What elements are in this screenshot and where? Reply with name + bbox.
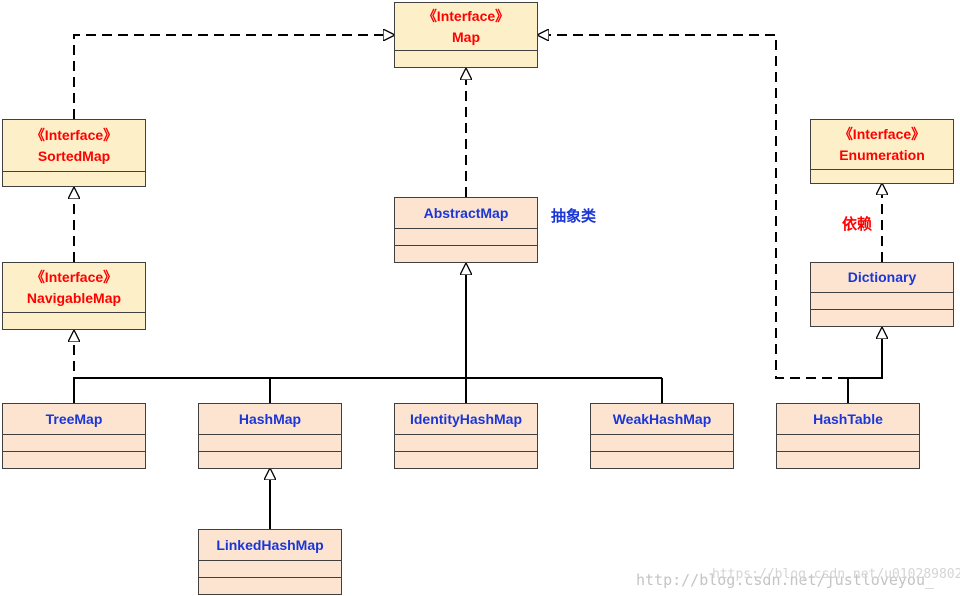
class-name: IdentityHashMap	[409, 410, 522, 427]
member-section	[395, 50, 537, 67]
edge-hashtable-dictionary	[847, 328, 882, 403]
class-hashtable[interactable]: HashTable	[776, 403, 920, 469]
method-section	[3, 451, 145, 468]
interface-name: Enumeration	[839, 146, 925, 163]
interface-name: NavigableMap	[26, 289, 122, 306]
class-abstractmap[interactable]: AbstractMap	[394, 197, 538, 263]
class-treemap[interactable]: TreeMap	[2, 403, 146, 469]
class-name: HashTable	[813, 410, 883, 427]
class-dictionary[interactable]: Dictionary	[810, 262, 954, 327]
method-section	[777, 451, 919, 468]
interface-enumeration[interactable]: 《Interface》 Enumeration	[810, 119, 954, 184]
interface-name: SortedMap	[37, 147, 111, 164]
method-section	[395, 245, 537, 262]
class-name: Dictionary	[847, 269, 917, 285]
class-weakhashmap[interactable]: WeakHashMap	[590, 403, 734, 469]
method-section	[811, 309, 953, 326]
note-abstract-class: 抽象类	[551, 208, 597, 225]
stereotype-label: 《Interface》	[30, 268, 118, 285]
stereotype-label: 《Interface》	[422, 7, 510, 24]
class-name: TreeMap	[45, 410, 103, 427]
watermark-url-1: http://blog.csdn.net/justloveyou_	[636, 571, 935, 589]
method-section	[395, 451, 537, 468]
method-section	[199, 451, 341, 468]
method-section	[199, 577, 341, 594]
attribute-section	[395, 228, 537, 245]
class-linkedhashmap[interactable]: LinkedHashMap	[198, 529, 342, 595]
edge-sortedmap-map	[73, 35, 394, 119]
member-section	[3, 312, 145, 329]
interface-name: Map	[452, 28, 480, 45]
class-hashmap[interactable]: HashMap	[198, 403, 342, 469]
member-section	[811, 169, 953, 183]
class-name: WeakHashMap	[612, 410, 712, 427]
attribute-section	[591, 434, 733, 451]
interface-map[interactable]: 《Interface》 Map	[394, 2, 538, 68]
edge-hashtable-map	[538, 35, 848, 379]
class-name: LinkedHashMap	[216, 536, 324, 553]
stereotype-label: 《Interface》	[30, 126, 118, 143]
attribute-section	[3, 434, 145, 451]
class-identityhashmap[interactable]: IdentityHashMap	[394, 403, 538, 469]
attribute-section	[199, 434, 341, 451]
interface-navigablemap[interactable]: 《Interface》 NavigableMap	[2, 262, 146, 330]
watermark-url-2: https://blog.csdn.net/u010289802	[712, 567, 960, 582]
member-section	[3, 171, 145, 186]
attribute-section	[811, 292, 953, 309]
class-name: AbstractMap	[423, 204, 509, 221]
class-name: HashMap	[238, 410, 302, 427]
interface-sortedmap[interactable]: 《Interface》 SortedMap	[2, 119, 146, 187]
attribute-section	[395, 434, 537, 451]
attribute-section	[199, 560, 341, 577]
stereotype-label: 《Interface》	[838, 125, 926, 142]
attribute-section	[777, 434, 919, 451]
note-dependency: 依赖	[842, 216, 873, 233]
method-section	[591, 451, 733, 468]
